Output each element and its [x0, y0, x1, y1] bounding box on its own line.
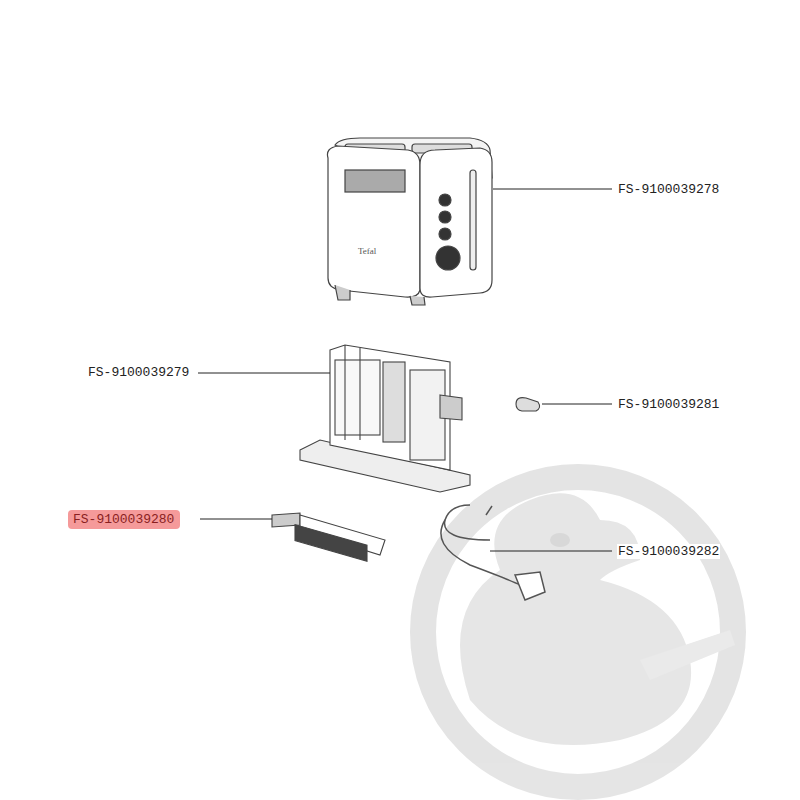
highlighted-part-number: FS-9100039280: [68, 510, 180, 529]
part-number: FS-9100039280: [73, 512, 175, 527]
knob-part: [516, 398, 540, 411]
chassis: [300, 345, 470, 492]
brand-logo: Tefal: [357, 246, 377, 256]
part-number: FS-9100039282: [617, 544, 720, 559]
power-cord: [441, 505, 545, 600]
part-number: FS-9100039279: [87, 365, 190, 380]
part-number: FS-9100039278: [617, 182, 720, 197]
watermark: [423, 477, 735, 787]
leader-lines: [198, 189, 612, 551]
part-number: FS-9100039281: [617, 397, 720, 412]
toaster-body: [327, 138, 492, 305]
crumb-tray: [272, 513, 385, 561]
